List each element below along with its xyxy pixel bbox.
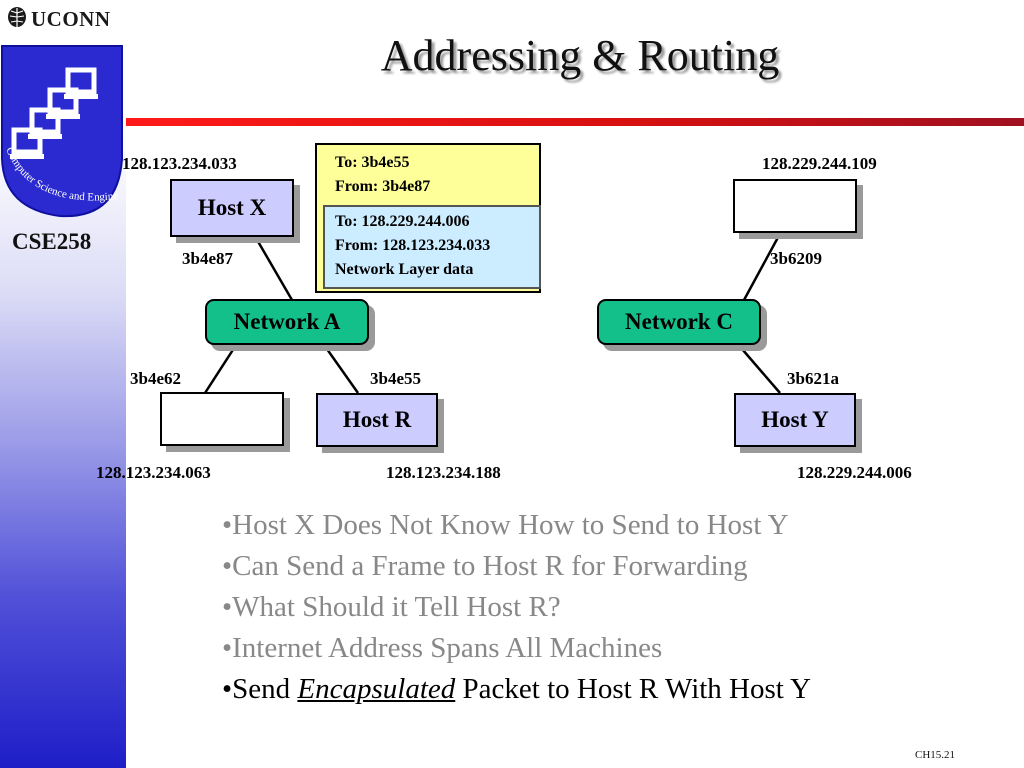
link-netc-hosty	[735, 341, 781, 394]
bullet-list: •Host X Does Not Know How to Send to Hos…	[222, 505, 811, 710]
oak-leaf-icon	[8, 7, 26, 30]
blank-c-mac: 3b6209	[770, 249, 822, 268]
host-y-mac: 3b621a	[787, 369, 839, 388]
blank-c-ip: 128.229.244.109	[762, 154, 877, 173]
link-hostx-neta	[254, 237, 294, 301]
blank-a-ip: 128.123.234.063	[96, 463, 211, 482]
packet-data: Network Layer data	[335, 261, 474, 278]
bullet-suffix: Packet to Host R With Host Y	[455, 673, 811, 705]
slide-title: Addressing & Routing	[380, 31, 780, 80]
link-neta-blank	[203, 341, 240, 394]
frame-to: To: 3b4e55	[335, 154, 410, 171]
bullet-item: •Host X Does Not Know How to Send to Hos…	[222, 509, 789, 541]
link-blank-netc	[742, 229, 784, 301]
bullet-item: •What Should it Tell Host R?	[222, 591, 561, 623]
host-r-box: Host R	[316, 393, 438, 447]
frame-from: From: 3b4e87	[335, 178, 431, 195]
cse-department-logo: Computer Science and Engineering	[0, 44, 123, 218]
bullet-item: •Internet Address Spans All Machines	[222, 632, 663, 664]
host-x-ip: 128.123.234.033	[122, 154, 237, 173]
title-rule	[126, 118, 1024, 126]
course-code: CSE258	[12, 229, 92, 254]
bullet-emphasis: Encapsulated	[297, 673, 456, 705]
host-blank-a-box	[160, 392, 284, 446]
host-y-ip: 128.229.244.006	[797, 463, 912, 482]
bullet-item: •Can Send a Frame to Host R for Forwardi…	[222, 550, 748, 582]
host-r-mac: 3b4e55	[370, 369, 421, 388]
host-r-ip: 128.123.234.188	[386, 463, 501, 482]
bullet-prefix: •Send	[222, 673, 298, 705]
slide-number: CH15.21	[915, 749, 956, 761]
network-a: Network A	[205, 299, 369, 345]
bullet-item-current: •Send Encapsulated Packet to Host R With…	[222, 669, 811, 710]
packet-box: To: 128.229.244.006 From: 128.123.234.03…	[323, 205, 541, 289]
host-blank-c-box	[733, 179, 857, 233]
uconn-brand: UCONN	[6, 6, 111, 32]
packet-from: From: 128.123.234.033	[335, 237, 491, 254]
brand-name: UCONN	[31, 6, 111, 31]
host-x-mac: 3b4e87	[182, 249, 233, 268]
link-neta-hostr	[320, 341, 360, 394]
blank-a-mac: 3b4e62	[130, 369, 181, 388]
host-x-box: Host X	[170, 179, 294, 237]
host-y-box: Host Y	[734, 393, 856, 447]
packet-to: To: 128.229.244.006	[335, 213, 470, 230]
network-c: Network C	[597, 299, 761, 345]
